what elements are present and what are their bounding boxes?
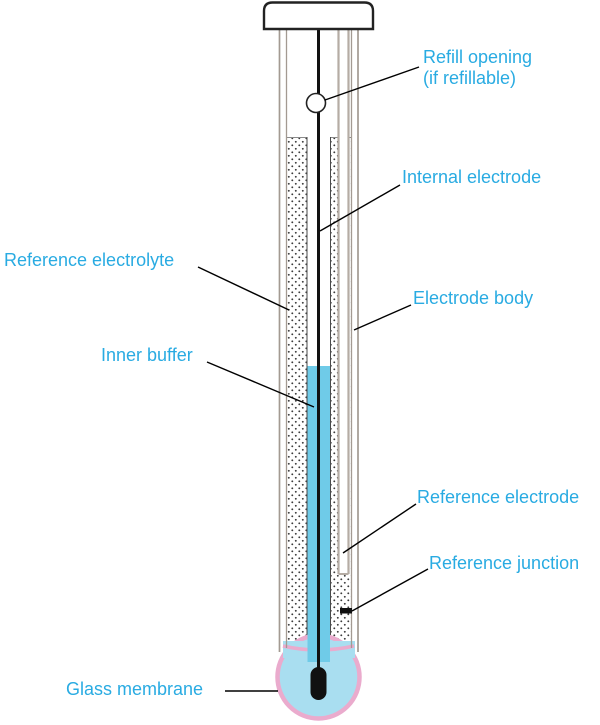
- reference-junction-label: Reference junction: [429, 553, 580, 573]
- reference-junction-mark: [340, 608, 352, 614]
- electrode-body-label: Electrode body: [413, 288, 534, 308]
- leader-reference-electrolyte: [197, 266, 290, 311]
- internal-electrode-bulb-tip: [310, 667, 327, 700]
- refill-opening-hole: [305, 92, 327, 114]
- leader-inner-buffer: [206, 361, 315, 408]
- reference-electrode-interior: [339, 29, 348, 574]
- refill-opening-label: Refill opening (if refillable): [423, 47, 532, 89]
- leader-reference-junction: [351, 568, 429, 612]
- internal-electrode-label: Internal electrode: [402, 167, 542, 187]
- electrode-cap: [262, 1, 375, 31]
- refill-opening-label-line2: (if refillable): [423, 68, 517, 88]
- refill-opening-label-line1: Refill opening: [423, 47, 533, 67]
- reference-electrode-label: Reference electrode: [417, 487, 580, 507]
- leader-refill-opening: [324, 66, 420, 101]
- reference-electrolyte-left: [287, 137, 307, 641]
- reference-electrolyte-label: Reference electrolyte: [4, 250, 175, 270]
- leader-electrode-body: [353, 304, 412, 331]
- inner-buffer-label: Inner buffer: [101, 345, 193, 365]
- leader-internal-electrode: [319, 184, 401, 232]
- leader-reference-electrode: [342, 503, 417, 554]
- glass-membrane-label: Glass membrane: [66, 679, 204, 699]
